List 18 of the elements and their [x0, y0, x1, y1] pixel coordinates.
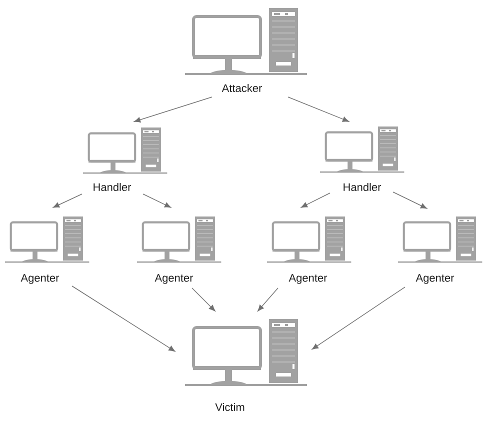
arrow: [288, 96, 350, 122]
computer-label: Attacker: [222, 84, 262, 92]
computer-label: Handler: [344, 182, 382, 192]
arrow: [258, 288, 278, 312]
arrow: [142, 194, 172, 208]
arrow: [300, 192, 330, 208]
arrow: [192, 288, 216, 312]
computer-label: Agenter: [416, 274, 454, 284]
arrow: [134, 96, 212, 122]
arrow: [52, 194, 82, 208]
computer-label: Agenter: [154, 274, 194, 284]
computer-label: Agenter: [20, 274, 60, 284]
computer-label: Victim: [215, 402, 244, 412]
arrow: [72, 286, 176, 352]
computer-label: Agenter: [288, 274, 328, 284]
arrow: [392, 192, 428, 209]
arrow: [312, 286, 406, 350]
computer-label: Handler: [94, 182, 132, 192]
